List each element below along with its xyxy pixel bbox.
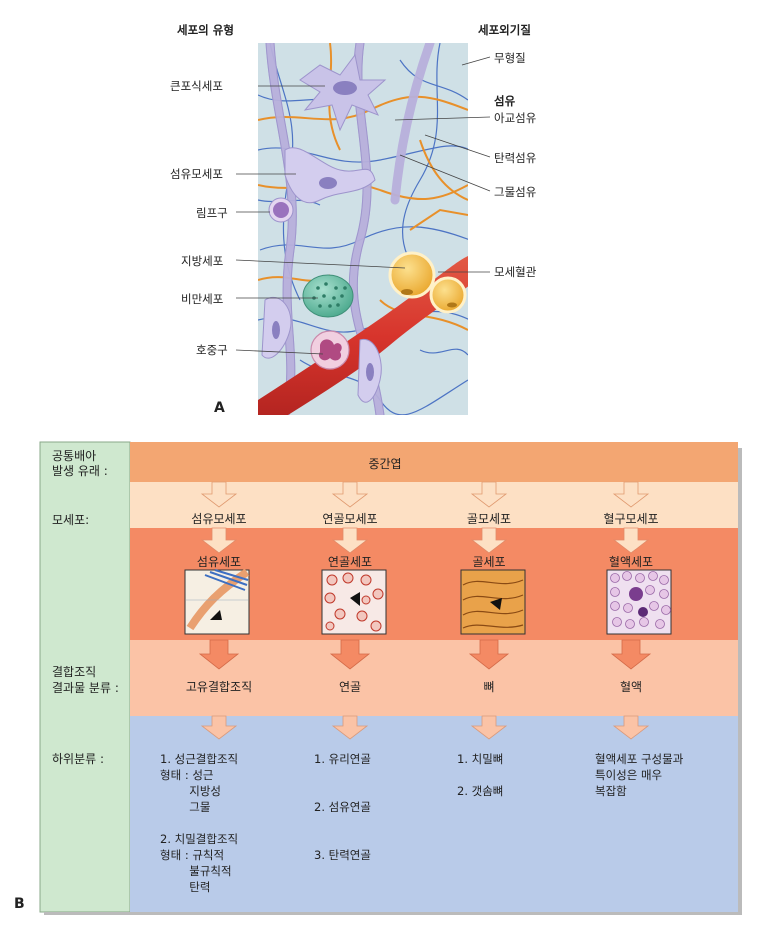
- label-fibers: 섬유: [494, 94, 516, 108]
- cell-fibrocyte: 섬유세포: [196, 555, 242, 569]
- arrows-cell-to-tissue: [198, 639, 652, 670]
- label-neutrophil: 호중구: [196, 343, 228, 357]
- mother-cell-fibroblast: 섬유모세포: [191, 512, 247, 526]
- subclass-bone: 1. 치밀뼈 2. 갯솜뼈: [457, 752, 504, 798]
- lymphocyte-cell: [268, 197, 294, 223]
- subclass-cartilage: 1. 유리연골 2. 섬유연골 3. 탄력연골: [314, 752, 371, 862]
- arrows-origin-to-mother: [200, 481, 650, 508]
- row-label-subclass: 하위분류 :: [52, 752, 105, 766]
- thumb-osteocyte: [460, 569, 526, 635]
- label-ground-substance: 무형질: [494, 51, 526, 65]
- tissue-bone: 뼈: [483, 680, 495, 694]
- cell-types-header: 세포의 유형: [177, 23, 234, 37]
- thumb-blood-cells: [606, 569, 672, 635]
- panel-b-letter: B: [14, 896, 25, 912]
- label-collagen-fiber: 아교섬유: [494, 111, 537, 125]
- label-fibroblast: 섬유모세포: [170, 167, 223, 181]
- label-mast-cell: 비만세포: [181, 292, 224, 306]
- label-macrophage: 큰포식세포: [170, 79, 223, 93]
- arrows-mother-to-cell: [200, 527, 650, 554]
- row-label-classification: 결합조직 결과물 분류 :: [52, 665, 119, 695]
- mast-cell: [302, 274, 354, 318]
- arrows-tissue-to-sub: [200, 715, 650, 740]
- panel-a-letter: A: [214, 400, 225, 416]
- tissue-connective-proper: 고유결합조직: [185, 680, 253, 694]
- cell-blood: 혈액세포: [608, 555, 654, 569]
- neutrophil-cell: [310, 330, 350, 370]
- label-reticular-fiber: 그물섬유: [494, 185, 537, 199]
- label-lymphocyte: 림프구: [196, 206, 228, 220]
- subclass-blood: 혈액세포 구성물과 특이성은 매우 복잡함: [595, 752, 684, 798]
- label-fat-cell: 지방세포: [181, 254, 224, 268]
- mother-cell-chondroblast: 연골모세포: [322, 512, 378, 526]
- row-label-mother: 모세포:: [52, 513, 90, 527]
- extracellular-matrix-header: 세포외기질: [478, 23, 531, 37]
- macrophage-cell: [299, 53, 387, 132]
- subclass-connective-proper: 1. 성근결합조직 형태 : 성근 지방성 그물 2. 치밀결합조직 형태 : …: [160, 752, 239, 894]
- tissue-blood: 혈액: [619, 680, 643, 694]
- label-elastic-fiber: 탄력섬유: [494, 151, 537, 165]
- label-capillary: 모세혈관: [494, 265, 537, 279]
- thumb-fibrocyte: [184, 568, 250, 635]
- fat-cells: [388, 251, 467, 314]
- cell-chondrocyte: 연골세포: [327, 555, 373, 569]
- mother-cell-osteoblast: 골모세포: [466, 512, 512, 526]
- cell-osteocyte: 골세포: [472, 555, 506, 569]
- mother-cell-hemocytoblast: 혈구모세포: [603, 512, 659, 526]
- fibroblast-cells: [261, 147, 382, 403]
- mesenchyme-label: 중간엽: [368, 457, 402, 471]
- tissue-cartilage: 연골: [338, 680, 362, 694]
- row-origin: [130, 442, 738, 482]
- thumb-chondrocyte: [321, 569, 387, 635]
- row-subclass: [130, 716, 738, 912]
- row-label-origin: 공통배아 발생 유래 :: [52, 449, 108, 478]
